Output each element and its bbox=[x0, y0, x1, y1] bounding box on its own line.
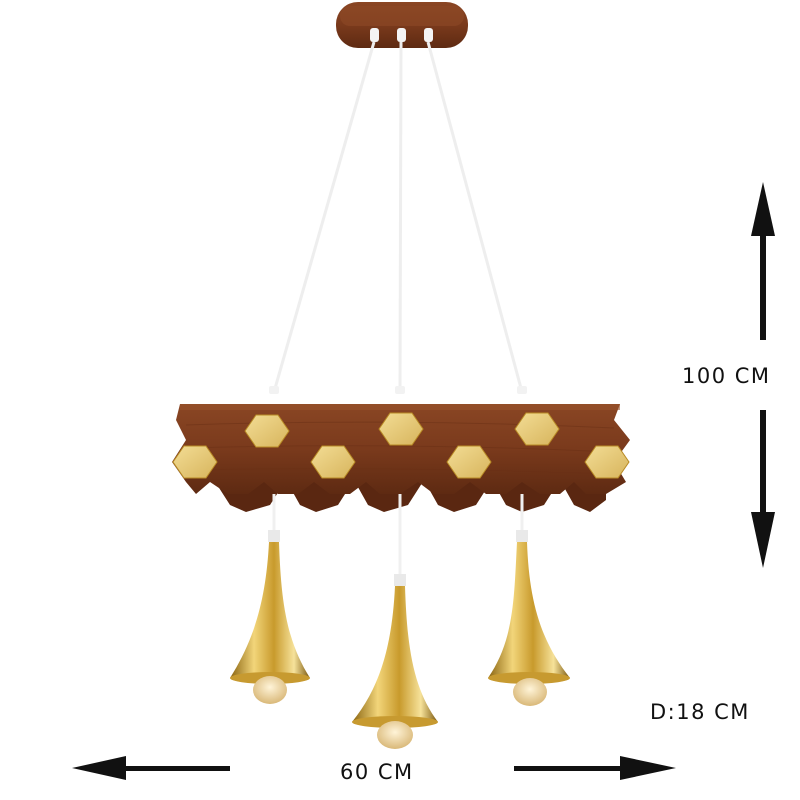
width-dimension-label: 60 CM bbox=[340, 760, 414, 784]
lamp-shade-right bbox=[488, 530, 570, 706]
depth-dimension-label: D:18 CM bbox=[650, 700, 750, 724]
hexagon-inlay bbox=[584, 445, 630, 479]
hexagon-inlay bbox=[244, 414, 290, 448]
suspension-cords bbox=[272, 41, 524, 393]
gold-hexagon-inlays bbox=[172, 412, 630, 479]
width-arrow-left-icon bbox=[72, 756, 230, 780]
ceiling-canopy bbox=[336, 2, 468, 48]
hexagon-inlay bbox=[378, 412, 424, 446]
height-arrow-down-icon bbox=[751, 410, 775, 568]
lamp-shade-center bbox=[352, 574, 438, 749]
hexagon-inlay bbox=[310, 445, 356, 479]
hexagon-inlay bbox=[514, 412, 560, 446]
height-dimension-label: 100 CM bbox=[682, 364, 771, 388]
hexagon-inlay bbox=[446, 445, 492, 479]
width-arrow-right-icon bbox=[514, 756, 676, 780]
height-arrow-up-icon bbox=[751, 182, 775, 340]
hexagon-inlay bbox=[172, 445, 218, 479]
lamp-shade-left bbox=[230, 530, 310, 704]
